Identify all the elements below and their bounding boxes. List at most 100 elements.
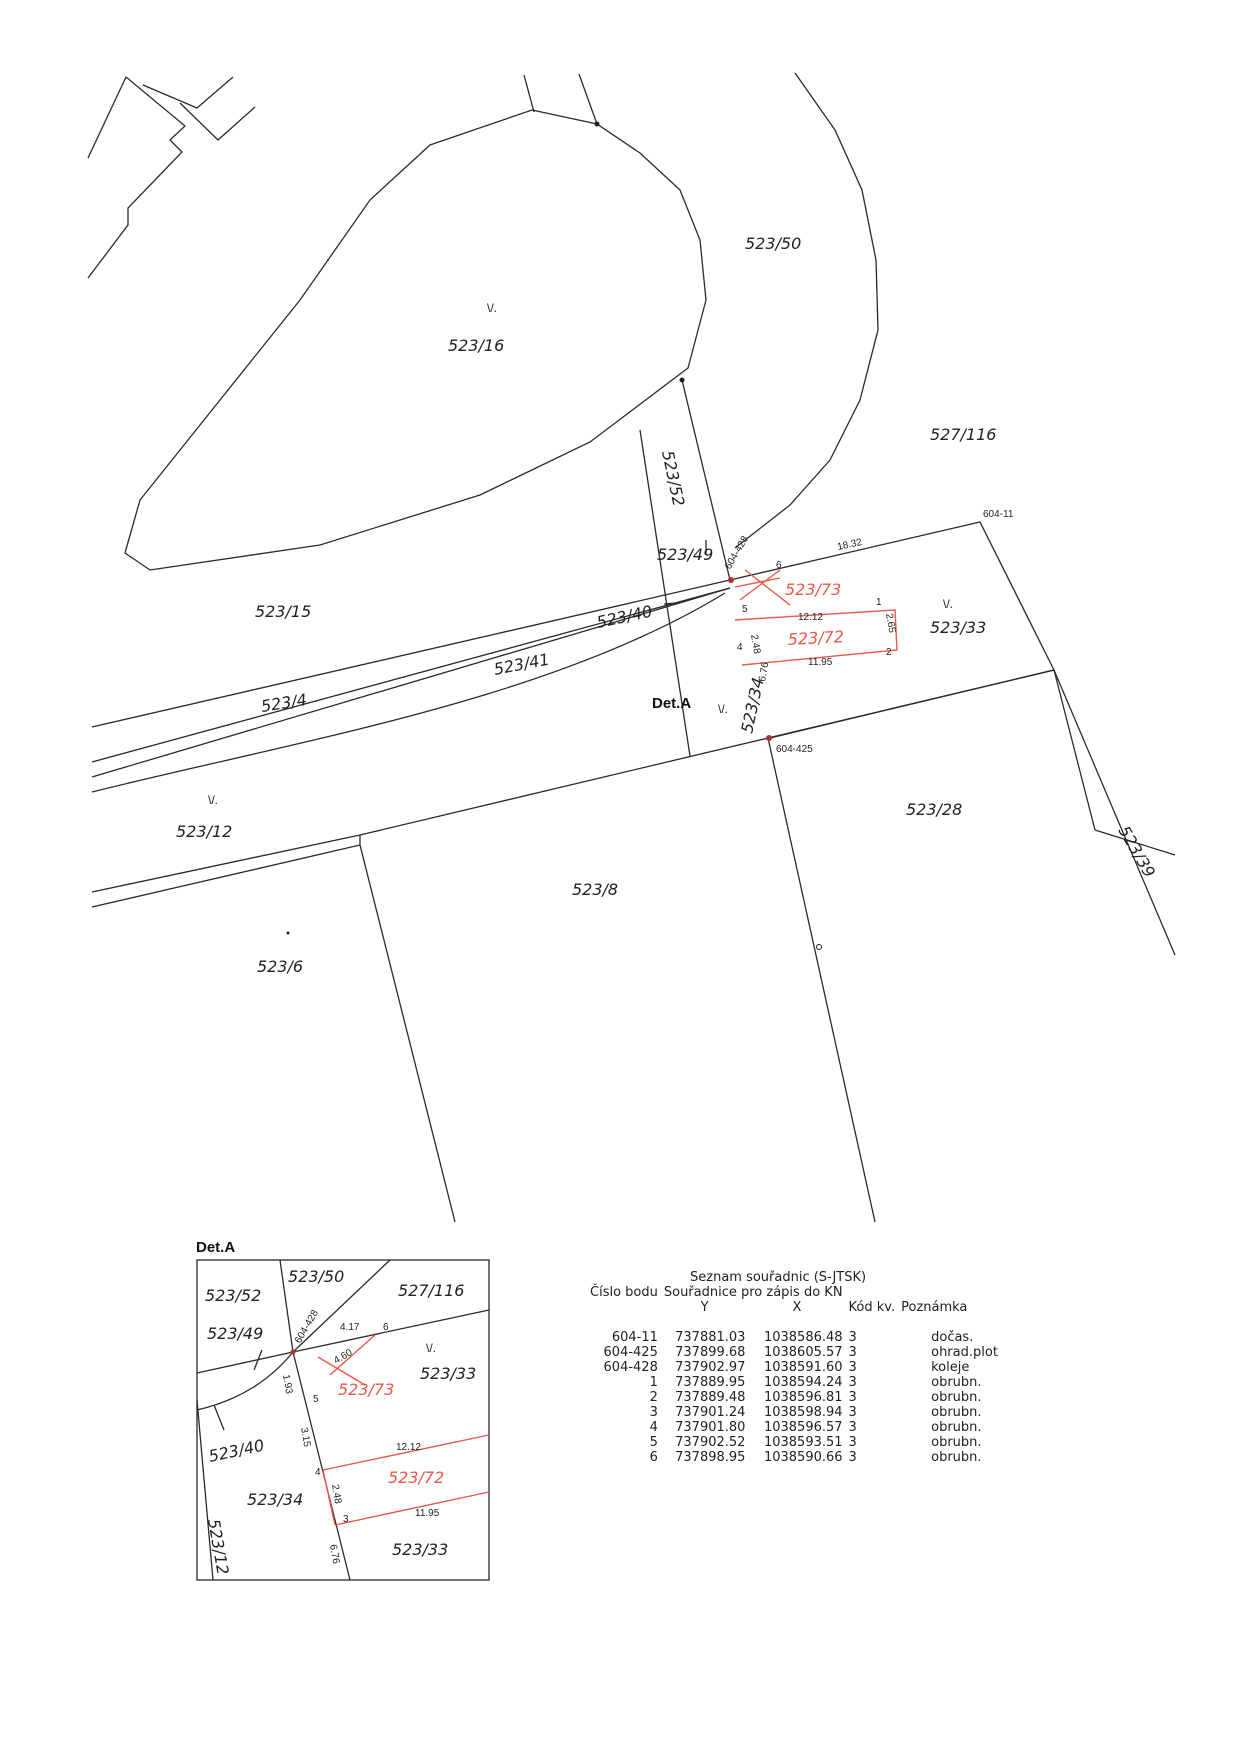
parcel-mark-523-12: \/. bbox=[208, 793, 218, 807]
parcel-523-73: 523/73 bbox=[785, 580, 841, 599]
point-number: 6 bbox=[649, 1450, 658, 1465]
detail-point-3: 3 bbox=[343, 1514, 349, 1525]
note: obrubn. bbox=[931, 1435, 982, 1450]
coord-x: 1038591.60 bbox=[763, 1360, 843, 1375]
measure-2-65: 2.65 bbox=[883, 613, 897, 635]
point-604-428: 604-428 bbox=[723, 534, 751, 572]
detail-parcel-mark: \/. bbox=[426, 1341, 436, 1355]
detail-parcel-523-52: 523/52 bbox=[205, 1286, 261, 1305]
parcel-523-52: 523/52 bbox=[658, 449, 688, 508]
table-row: 1 737889.95 1038594.24 3 obrubn. bbox=[590, 1375, 1004, 1390]
note: obrubn. bbox=[931, 1405, 982, 1420]
detail-measure-11-95: 11.95 bbox=[415, 1508, 440, 1519]
detail-a-label: Det.A bbox=[652, 695, 691, 712]
detail-measure-6-76: 6.76 bbox=[327, 1544, 341, 1566]
detail-point-5: 5 bbox=[313, 1394, 319, 1405]
header-poznamka: Poznámka bbox=[901, 1300, 968, 1315]
coord-x: 1038593.51 bbox=[763, 1435, 843, 1450]
parcel-523-72: 523/72 bbox=[787, 627, 844, 649]
coord-x: 1038586.48 bbox=[763, 1330, 843, 1345]
coordinate-table: Číslo bodu Souřadnice pro zápis do KN Y … bbox=[590, 1285, 1004, 1465]
coordinate-header-row-2: Y X Kód kv. Poznámka bbox=[590, 1300, 1004, 1315]
coord-y: 737901.80 bbox=[675, 1420, 746, 1435]
coord-y: 737889.95 bbox=[675, 1375, 746, 1390]
quality-code: 3 bbox=[848, 1345, 857, 1360]
measure-6-76: 6.76 bbox=[757, 661, 771, 683]
note: ohrad.plot bbox=[931, 1345, 998, 1360]
parcel-523-41: 523/41 bbox=[492, 650, 551, 679]
coordinate-list-title: Seznam souřadnic (S-JTSK) bbox=[690, 1270, 867, 1285]
coordinate-header-row-1: Číslo bodu Souřadnice pro zápis do KN bbox=[590, 1285, 1004, 1300]
detail-a-title: Det.A bbox=[196, 1239, 235, 1256]
parcel-523-8: 523/8 bbox=[572, 880, 618, 899]
parcel-mark-523-34: \/. bbox=[718, 702, 728, 716]
point-number: 5 bbox=[649, 1435, 658, 1450]
parcel-527-116: 527/116 bbox=[930, 425, 996, 444]
detail-parcel-523-33-top: 523/33 bbox=[420, 1364, 476, 1383]
detail-point-6: 6 bbox=[383, 1322, 389, 1333]
parcel-523-40: 523/40 bbox=[595, 602, 654, 632]
point-2: 2 bbox=[886, 647, 892, 658]
header-kod-kv: Kód kv. bbox=[848, 1300, 896, 1315]
coordinate-list: Seznam souřadnic (S-JTSK) Číslo bodu Sou… bbox=[590, 1270, 1090, 1465]
parcel-523-16: 523/16 bbox=[448, 336, 504, 355]
quality-code: 3 bbox=[848, 1375, 857, 1390]
coord-x: 1038598.94 bbox=[763, 1405, 843, 1420]
coord-y: 737898.95 bbox=[675, 1450, 746, 1465]
coord-y: 737902.97 bbox=[675, 1360, 746, 1375]
point-604-425: 604-425 bbox=[776, 744, 813, 755]
note: obrubn. bbox=[931, 1450, 982, 1465]
note: koleje bbox=[931, 1360, 970, 1375]
detail-parcel-523-49: 523/49 bbox=[207, 1324, 263, 1343]
coord-x: 1038590.66 bbox=[763, 1450, 843, 1465]
detail-measure-4-17: 4.17 bbox=[340, 1322, 360, 1333]
quality-code: 3 bbox=[848, 1390, 857, 1405]
parcel-523-15: 523/15 bbox=[255, 602, 311, 621]
point-number: 1 bbox=[649, 1375, 658, 1390]
note: obrubn. bbox=[931, 1375, 982, 1390]
parcel-523-49: 523/49 bbox=[657, 545, 713, 564]
detail-a-inset: Det.A 523/50 527/116 523/52 523/49 523/3… bbox=[196, 1239, 490, 1581]
detail-parcel-523-12: 523/12 bbox=[204, 1517, 232, 1576]
measure-18-32: 18.32 bbox=[836, 537, 863, 553]
coord-y: 737902.52 bbox=[675, 1435, 746, 1450]
point-number: 2 bbox=[649, 1390, 658, 1405]
coord-x: 1038605.57 bbox=[763, 1345, 843, 1360]
parcel-523-12: 523/12 bbox=[176, 822, 232, 841]
main-map-labels: 523/50 523/16 527/116 523/52 523/49 523/… bbox=[176, 234, 1159, 976]
detail-point-604-428: 604-428 bbox=[293, 1308, 321, 1346]
note: dočas. bbox=[931, 1330, 974, 1345]
detail-parcel-523-34: 523/34 bbox=[247, 1490, 303, 1509]
point-number: 604-11 bbox=[611, 1330, 658, 1345]
quality-code: 3 bbox=[848, 1330, 857, 1345]
detail-parcel-523-33-bottom: 523/33 bbox=[392, 1540, 448, 1559]
detail-point-4: 4 bbox=[315, 1467, 321, 1478]
measure-11-95: 11.95 bbox=[808, 657, 833, 668]
detail-measure-12-12: 12.12 bbox=[396, 1442, 421, 1453]
detail-parcel-523-40: 523/40 bbox=[207, 1436, 266, 1466]
coord-x: 1038594.24 bbox=[763, 1375, 843, 1390]
point-number: 4 bbox=[649, 1420, 658, 1435]
coord-y: 737889.48 bbox=[675, 1390, 746, 1405]
parcel-mark-523-33: \/. bbox=[943, 597, 953, 611]
quality-code: 3 bbox=[848, 1420, 857, 1435]
parcel-523-50: 523/50 bbox=[745, 234, 801, 253]
detail-measure-1-93: 1.93 bbox=[280, 1374, 294, 1396]
note: obrubn. bbox=[931, 1390, 982, 1405]
detail-measure-3-15: 3.15 bbox=[298, 1427, 312, 1449]
parcel-523-6: 523/6 bbox=[257, 957, 303, 976]
detail-parcel-523-50: 523/50 bbox=[288, 1267, 344, 1286]
quality-code: 3 bbox=[848, 1435, 857, 1450]
point-5: 5 bbox=[742, 604, 748, 615]
detail-parcel-523-73: 523/73 bbox=[338, 1380, 394, 1399]
detail-parcel-523-72: 523/72 bbox=[388, 1468, 444, 1487]
parcel-523-33: 523/33 bbox=[930, 618, 986, 637]
main-map-lines bbox=[87, 72, 1176, 1223]
